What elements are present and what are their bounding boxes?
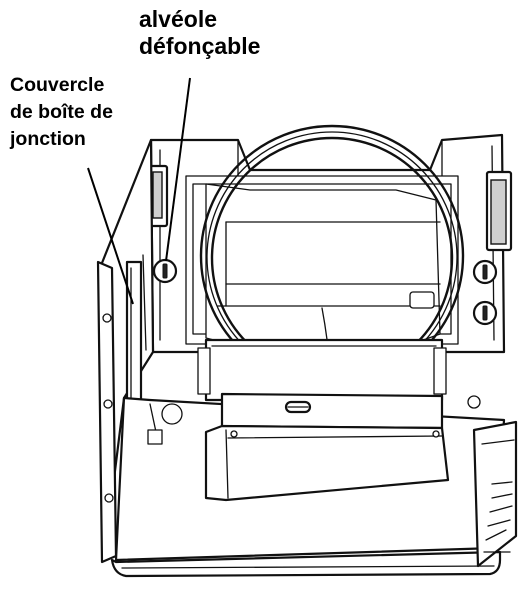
- motor-plate: [197, 338, 447, 402]
- knockout-hole-right-upper: [472, 259, 498, 285]
- junction-cover-leader-line: [87, 167, 134, 305]
- right-front-flange: [472, 420, 518, 568]
- left-flange: [96, 260, 118, 564]
- junction-callout-line-3: jonction: [10, 127, 86, 150]
- knockout-hole-right-lower: [472, 300, 498, 326]
- junction-callout-line-2: de boîte de: [10, 100, 113, 123]
- left-mounting-bracket: [147, 164, 169, 228]
- right-mounting-bracket: [485, 170, 513, 252]
- junction-box-cover: [125, 260, 143, 416]
- junction-box-cover-callout: Couvercle de boîte de jonction: [10, 72, 113, 153]
- electrical-box: [204, 392, 450, 502]
- front-lip: [110, 550, 502, 578]
- junction-callout-line-1: Couvercle: [10, 74, 105, 96]
- knockout-hole-left: [152, 258, 178, 284]
- knockout-leader-line: [165, 77, 191, 262]
- knockout-callout: alvéole défonçable: [139, 6, 260, 60]
- knockout-callout-line-2: défonçable: [139, 33, 261, 60]
- knockout-callout-line-1: alvéole: [139, 6, 217, 32]
